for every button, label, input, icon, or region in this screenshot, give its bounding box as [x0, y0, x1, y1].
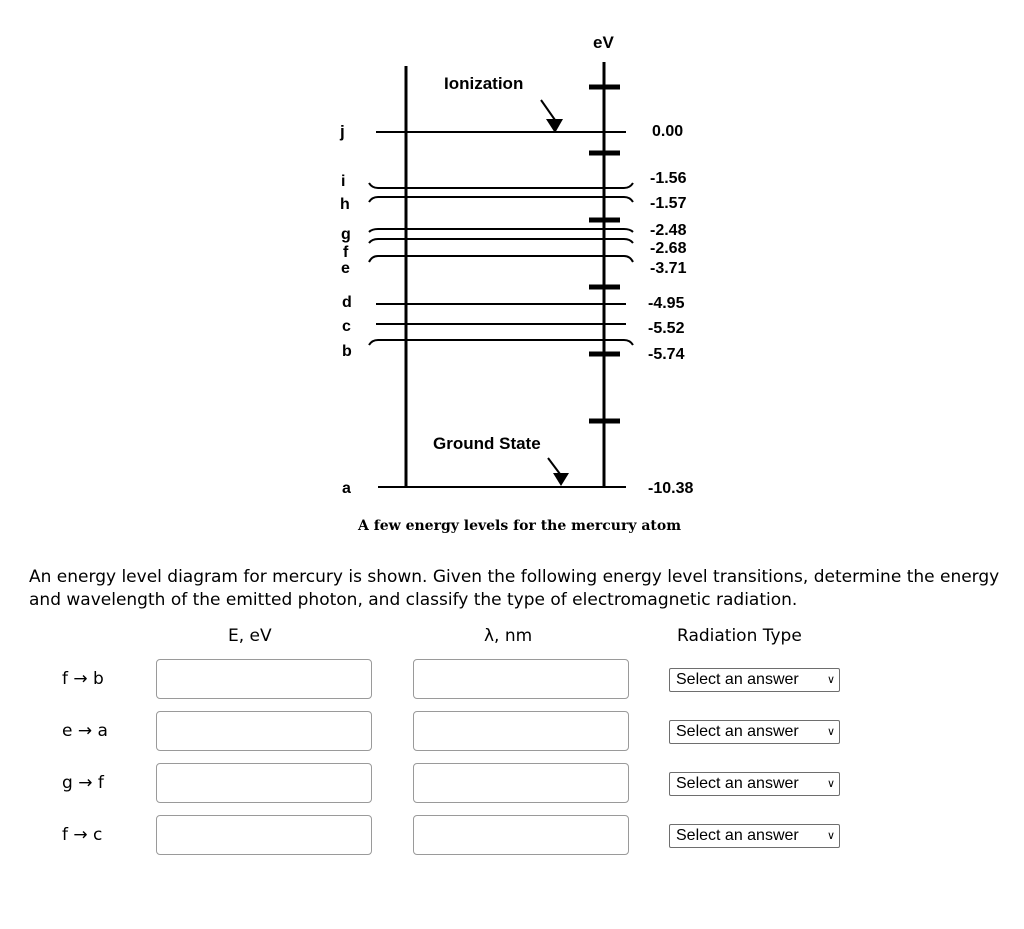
level-value-a: -10.38	[648, 480, 693, 497]
energy-input[interactable]	[156, 711, 372, 751]
radiation-select-value: Select an answer	[676, 827, 799, 844]
level-value-d: -4.95	[648, 295, 685, 312]
wavelength-input[interactable]	[413, 763, 629, 803]
level-letter-f: f	[343, 244, 349, 261]
radiation-type-select[interactable]: Select an answer ∨	[669, 772, 840, 796]
radiation-type-select[interactable]: Select an answer ∨	[669, 720, 840, 744]
level-value-j: 0.00	[652, 123, 683, 140]
level-value-g: -2.48	[650, 222, 687, 239]
transition-label: e → a	[62, 721, 108, 741]
ionization-label: Ionization	[444, 74, 523, 93]
level-line-f	[368, 238, 634, 244]
level-letter-g: g	[341, 226, 351, 243]
level-letter-b: b	[342, 343, 352, 360]
wavelength-input[interactable]	[413, 815, 629, 855]
level-line-e	[368, 255, 634, 263]
ground-state-arrow	[547, 457, 569, 486]
ground-state-label: Ground State	[433, 434, 541, 453]
energy-input[interactable]	[156, 659, 372, 699]
radiation-select-value: Select an answer	[676, 775, 799, 792]
level-letters: j i h g f e d c b a	[339, 122, 352, 497]
level-letter-d: d	[342, 294, 352, 311]
radiation-type-select[interactable]: Select an answer ∨	[669, 668, 840, 692]
level-letter-c: c	[342, 318, 351, 335]
energy-input[interactable]	[156, 763, 372, 803]
chevron-down-icon: ∨	[826, 726, 835, 738]
question-prompt: An energy level diagram for mercury is s…	[29, 567, 1000, 610]
wavelength-input[interactable]	[413, 659, 629, 699]
level-letter-e: e	[341, 260, 350, 277]
level-values: 0.00 -1.56 -1.57 -2.48 -2.68 -3.71 -4.95…	[648, 123, 693, 497]
level-value-h: -1.57	[650, 195, 687, 212]
radiation-select-value: Select an answer	[676, 723, 799, 740]
chevron-down-icon: ∨	[826, 778, 835, 790]
radiation-select-value: Select an answer	[676, 671, 799, 688]
level-line-g	[368, 228, 634, 233]
transition-label: f → c	[62, 825, 103, 845]
level-line-h	[368, 196, 634, 203]
energy-input[interactable]	[156, 815, 372, 855]
level-letter-i: i	[341, 173, 345, 190]
level-line-i	[368, 182, 634, 189]
energy-column-header: E, eV	[228, 626, 272, 646]
level-value-b: -5.74	[648, 346, 685, 363]
wavelength-input[interactable]	[413, 711, 629, 751]
radiation-column-header: Radiation Type	[677, 626, 802, 646]
level-letter-a: a	[342, 480, 351, 497]
energy-level-diagram: eV j i h g f e d c b a 0.00 -1.56 -1.57 …	[339, 33, 693, 534]
level-value-f: -2.68	[650, 240, 687, 257]
energy-levels	[368, 131, 634, 488]
transition-label: g → f	[62, 773, 104, 793]
level-value-i: -1.56	[650, 170, 687, 187]
level-value-c: -5.52	[648, 320, 685, 337]
level-line-b	[368, 339, 634, 346]
transition-label: f → b	[62, 669, 104, 689]
ionization-arrow	[540, 99, 563, 133]
ev-axis-unit: eV	[593, 33, 614, 52]
radiation-type-select[interactable]: Select an answer ∨	[669, 824, 840, 848]
wavelength-column-header: λ, nm	[484, 626, 533, 646]
level-value-e: -3.71	[650, 260, 687, 277]
level-letter-h: h	[340, 196, 350, 213]
diagram-caption: A few energy levels for the mercury atom	[357, 518, 681, 534]
chevron-down-icon: ∨	[826, 830, 835, 842]
level-letter-j: j	[339, 122, 345, 141]
chevron-down-icon: ∨	[826, 674, 835, 686]
ev-axis-ticks	[589, 84, 620, 424]
